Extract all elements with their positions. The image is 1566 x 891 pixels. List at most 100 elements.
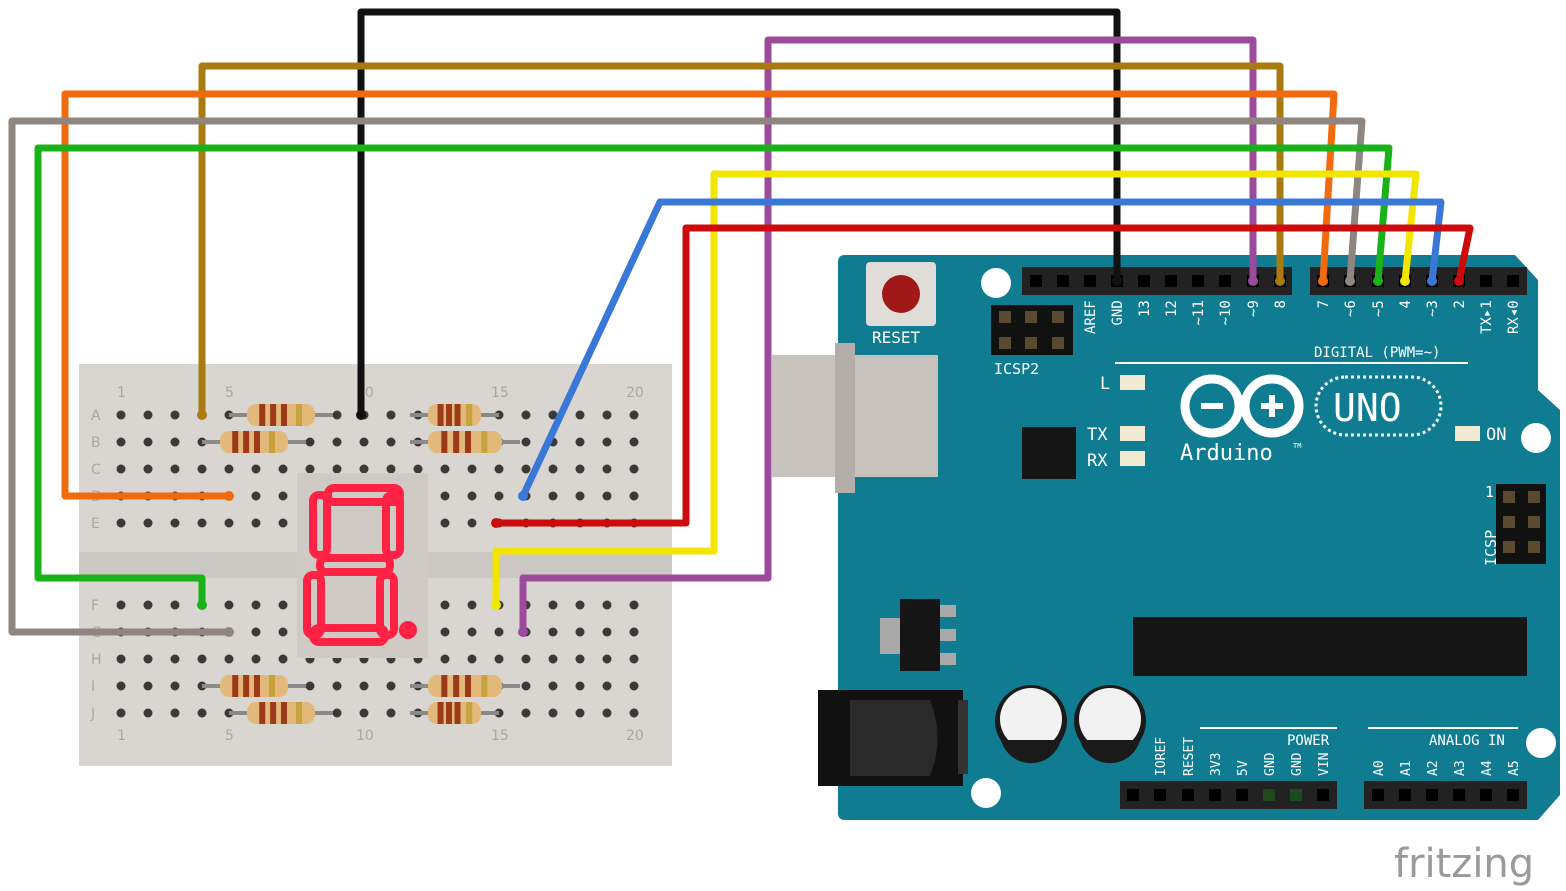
breadboard-hole[interactable] — [251, 491, 261, 501]
purple-wire[interactable] — [519, 36, 1257, 636]
header-pin[interactable] — [1154, 789, 1166, 801]
breadboard-hole[interactable] — [170, 681, 180, 691]
breadboard-hole[interactable] — [170, 437, 180, 447]
breadboard-hole[interactable] — [305, 681, 315, 691]
breadboard-hole[interactable] — [332, 708, 342, 718]
breadboard-hole[interactable] — [629, 600, 639, 610]
breadboard-hole[interactable] — [143, 600, 153, 610]
breadboard-hole[interactable] — [278, 600, 288, 610]
breadboard-hole[interactable] — [278, 464, 288, 474]
breadboard-hole[interactable] — [359, 681, 369, 691]
breadboard-hole[interactable] — [602, 600, 612, 610]
breadboard-hole[interactable] — [494, 654, 504, 664]
breadboard-hole[interactable] — [440, 464, 450, 474]
breadboard-hole[interactable] — [386, 708, 396, 718]
header-pin[interactable] — [1399, 789, 1411, 801]
breadboard-hole[interactable] — [548, 464, 558, 474]
breadboard-hole[interactable] — [386, 681, 396, 691]
breadboard-hole[interactable] — [548, 410, 558, 420]
breadboard-hole[interactable] — [467, 627, 477, 637]
breadboard-hole[interactable] — [224, 518, 234, 528]
breadboard-hole[interactable] — [116, 681, 126, 691]
header-pin[interactable] — [1507, 275, 1519, 287]
breadboard-hole[interactable] — [629, 708, 639, 718]
breadboard-hole[interactable] — [494, 627, 504, 637]
breadboard-hole[interactable] — [116, 600, 126, 610]
breadboard-hole[interactable] — [143, 518, 153, 528]
breadboard-hole[interactable] — [278, 627, 288, 637]
breadboard-hole[interactable] — [251, 654, 261, 664]
breadboard-hole[interactable] — [467, 464, 477, 474]
breadboard-hole[interactable] — [332, 437, 342, 447]
breadboard-hole[interactable] — [278, 518, 288, 528]
orange-wire[interactable] — [61, 90, 1338, 500]
header-pin[interactable] — [1182, 789, 1194, 801]
reset-button-cap[interactable] — [882, 275, 920, 313]
breadboard-hole[interactable] — [251, 518, 261, 528]
breadboard-hole[interactable] — [305, 464, 315, 474]
breadboard-hole[interactable] — [548, 654, 558, 664]
breadboard-hole[interactable] — [359, 708, 369, 718]
breadboard-hole[interactable] — [251, 464, 261, 474]
header-pin[interactable] — [1372, 789, 1384, 801]
breadboard-hole[interactable] — [575, 627, 585, 637]
breadboard-hole[interactable] — [521, 708, 531, 718]
breadboard-hole[interactable] — [548, 708, 558, 718]
red-wire[interactable] — [492, 224, 1474, 527]
breadboard-hole[interactable] — [494, 491, 504, 501]
header-pin[interactable] — [1236, 789, 1248, 801]
breadboard-hole[interactable] — [521, 410, 531, 420]
breadboard-hole[interactable] — [575, 437, 585, 447]
breadboard-hole[interactable] — [575, 600, 585, 610]
breadboard-hole[interactable] — [602, 627, 612, 637]
header-pin[interactable] — [1426, 789, 1438, 801]
breadboard-hole[interactable] — [116, 437, 126, 447]
breadboard-hole[interactable] — [629, 627, 639, 637]
breadboard-hole[interactable] — [602, 491, 612, 501]
header-pin[interactable] — [1453, 789, 1465, 801]
breadboard-hole[interactable] — [575, 681, 585, 691]
breadboard-hole[interactable] — [224, 600, 234, 610]
breadboard-hole[interactable] — [629, 491, 639, 501]
breadboard-hole[interactable] — [521, 654, 531, 664]
green-wire[interactable] — [34, 144, 1393, 609]
breadboard-hole[interactable] — [440, 600, 450, 610]
breadboard-hole[interactable] — [467, 491, 477, 501]
breadboard-hole[interactable] — [575, 708, 585, 718]
breadboard-hole[interactable] — [224, 464, 234, 474]
breadboard-hole[interactable] — [170, 600, 180, 610]
header-pin[interactable] — [1290, 789, 1302, 801]
breadboard-hole[interactable] — [251, 627, 261, 637]
breadboard-hole[interactable] — [629, 464, 639, 474]
breadboard-hole[interactable] — [413, 464, 423, 474]
header-pin[interactable] — [1165, 275, 1177, 287]
breadboard-hole[interactable] — [521, 681, 531, 691]
header-pin[interactable] — [1030, 275, 1042, 287]
breadboard-hole[interactable] — [494, 464, 504, 474]
breadboard-hole[interactable] — [440, 654, 450, 664]
breadboard-hole[interactable] — [170, 518, 180, 528]
header-pin[interactable] — [1317, 789, 1329, 801]
breadboard-hole[interactable] — [440, 627, 450, 637]
breadboard-hole[interactable] — [602, 464, 612, 474]
breadboard-hole[interactable] — [467, 518, 477, 528]
breadboard-hole[interactable] — [575, 654, 585, 664]
breadboard-hole[interactable] — [116, 654, 126, 664]
yellow-wire[interactable] — [492, 170, 1420, 609]
breadboard-hole[interactable] — [278, 491, 288, 501]
breadboard-hole[interactable] — [521, 464, 531, 474]
header-pin[interactable] — [1263, 789, 1275, 801]
breadboard-hole[interactable] — [116, 708, 126, 718]
header-pin[interactable] — [1057, 275, 1069, 287]
breadboard-hole[interactable] — [224, 654, 234, 664]
header-pin[interactable] — [1507, 789, 1519, 801]
breadboard-hole[interactable] — [197, 464, 207, 474]
breadboard-hole[interactable] — [116, 464, 126, 474]
header-pin[interactable] — [1219, 275, 1231, 287]
breadboard-hole[interactable] — [386, 464, 396, 474]
breadboard-hole[interactable] — [386, 437, 396, 447]
breadboard-hole[interactable] — [197, 654, 207, 664]
breadboard-hole[interactable] — [170, 654, 180, 664]
blue-wire[interactable] — [519, 198, 1445, 500]
breadboard-hole[interactable] — [629, 410, 639, 420]
